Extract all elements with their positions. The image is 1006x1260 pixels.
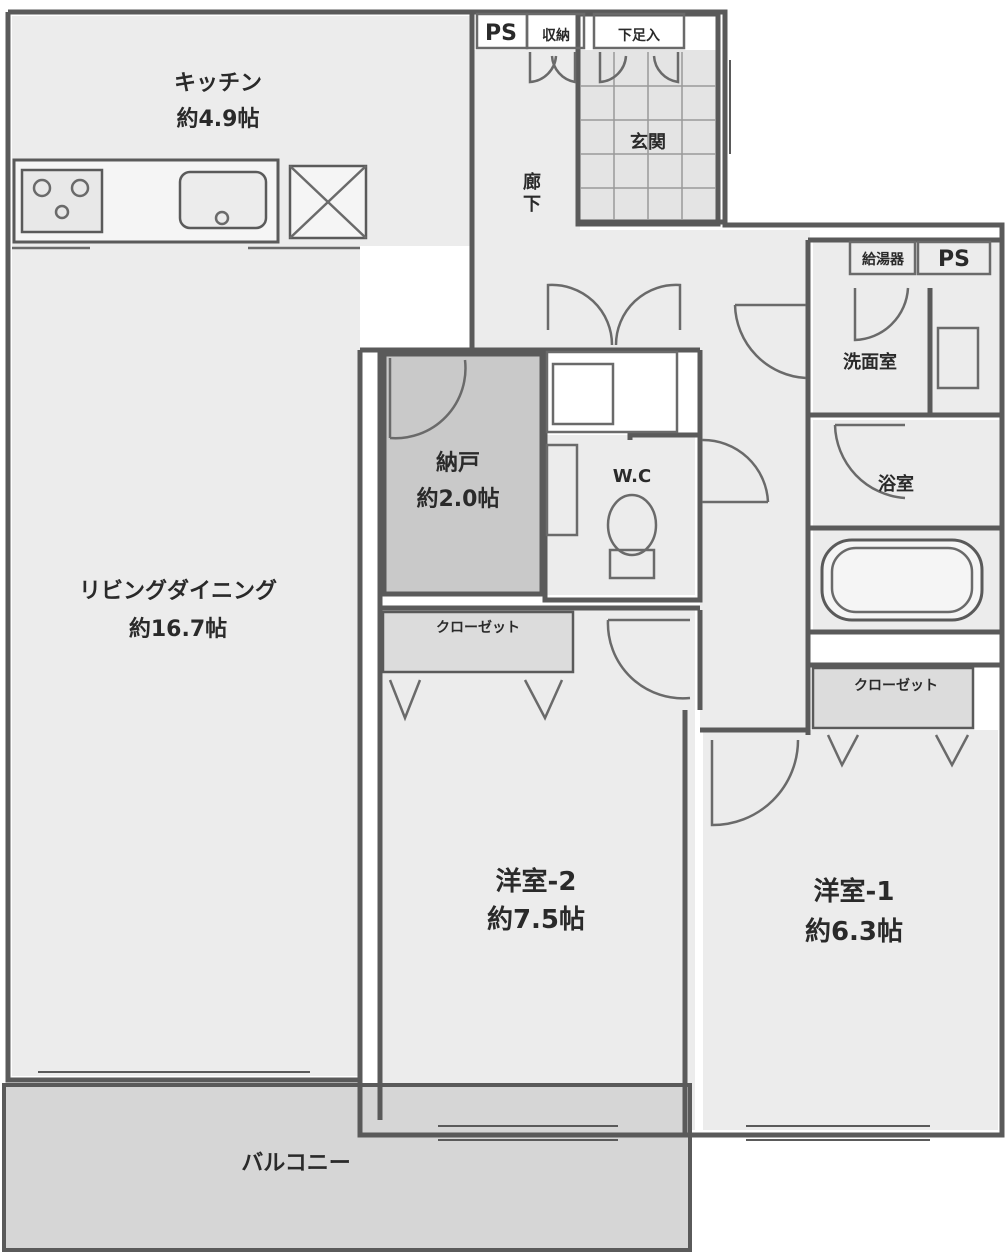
kitchen-name: キッチン — [174, 71, 262, 96]
sink — [178, 170, 268, 230]
washroom-name: 洗面室 — [843, 351, 897, 373]
entrance-floor — [580, 50, 718, 222]
entrance-tiles — [580, 52, 716, 220]
storage-label: 収納 — [542, 27, 570, 44]
stove — [20, 168, 104, 234]
bathroom-name: 浴室 — [878, 473, 914, 495]
hallway-line1: 廊 — [523, 171, 541, 193]
entrance-name: 玄関 — [630, 131, 666, 153]
closet-right-label: クローゼット — [854, 677, 938, 694]
bedroom2-name: 洋室-2 — [496, 866, 577, 897]
outer-wall — [5, 9, 1005, 1138]
living-floor — [12, 246, 360, 1076]
hallway-line2: 下 — [523, 194, 541, 215]
bathtub — [820, 538, 984, 622]
closet-right — [811, 666, 975, 730]
balcony-name: バルコニー — [241, 1151, 351, 1176]
storage-room-area: 約2.0帖 — [417, 486, 500, 512]
living-area: 約16.7帖 — [129, 616, 227, 642]
living-name: リビングダイニング — [79, 578, 277, 604]
kitchen-area: 約4.9帖 — [177, 106, 260, 132]
toilet-name: W.C — [613, 466, 651, 487]
ps-right: PS — [938, 247, 970, 272]
closet-left-label: クローゼット — [436, 619, 520, 636]
hallway-floor-2 — [545, 230, 810, 350]
bedroom2-area: 約7.5帖 — [487, 904, 585, 935]
bedroom1-name: 洋室-1 — [814, 876, 895, 907]
bedroom2-floor — [380, 610, 695, 1130]
storage-room-floor — [385, 355, 540, 595]
balcony-floor — [2, 1083, 692, 1252]
washbasin — [936, 326, 980, 390]
closet-left — [381, 610, 575, 674]
hallway-floor-3 — [700, 350, 808, 730]
water-heater-label: 給湯器 — [862, 251, 905, 268]
shoe-box-label: 下足入 — [618, 28, 660, 44]
ps-top: PS — [485, 21, 517, 46]
bedroom1-floor — [703, 730, 998, 1130]
bedroom1-area: 約6.3帖 — [805, 916, 903, 947]
toilet-floor — [545, 435, 695, 595]
storage-room-name: 納戸 — [436, 450, 480, 476]
